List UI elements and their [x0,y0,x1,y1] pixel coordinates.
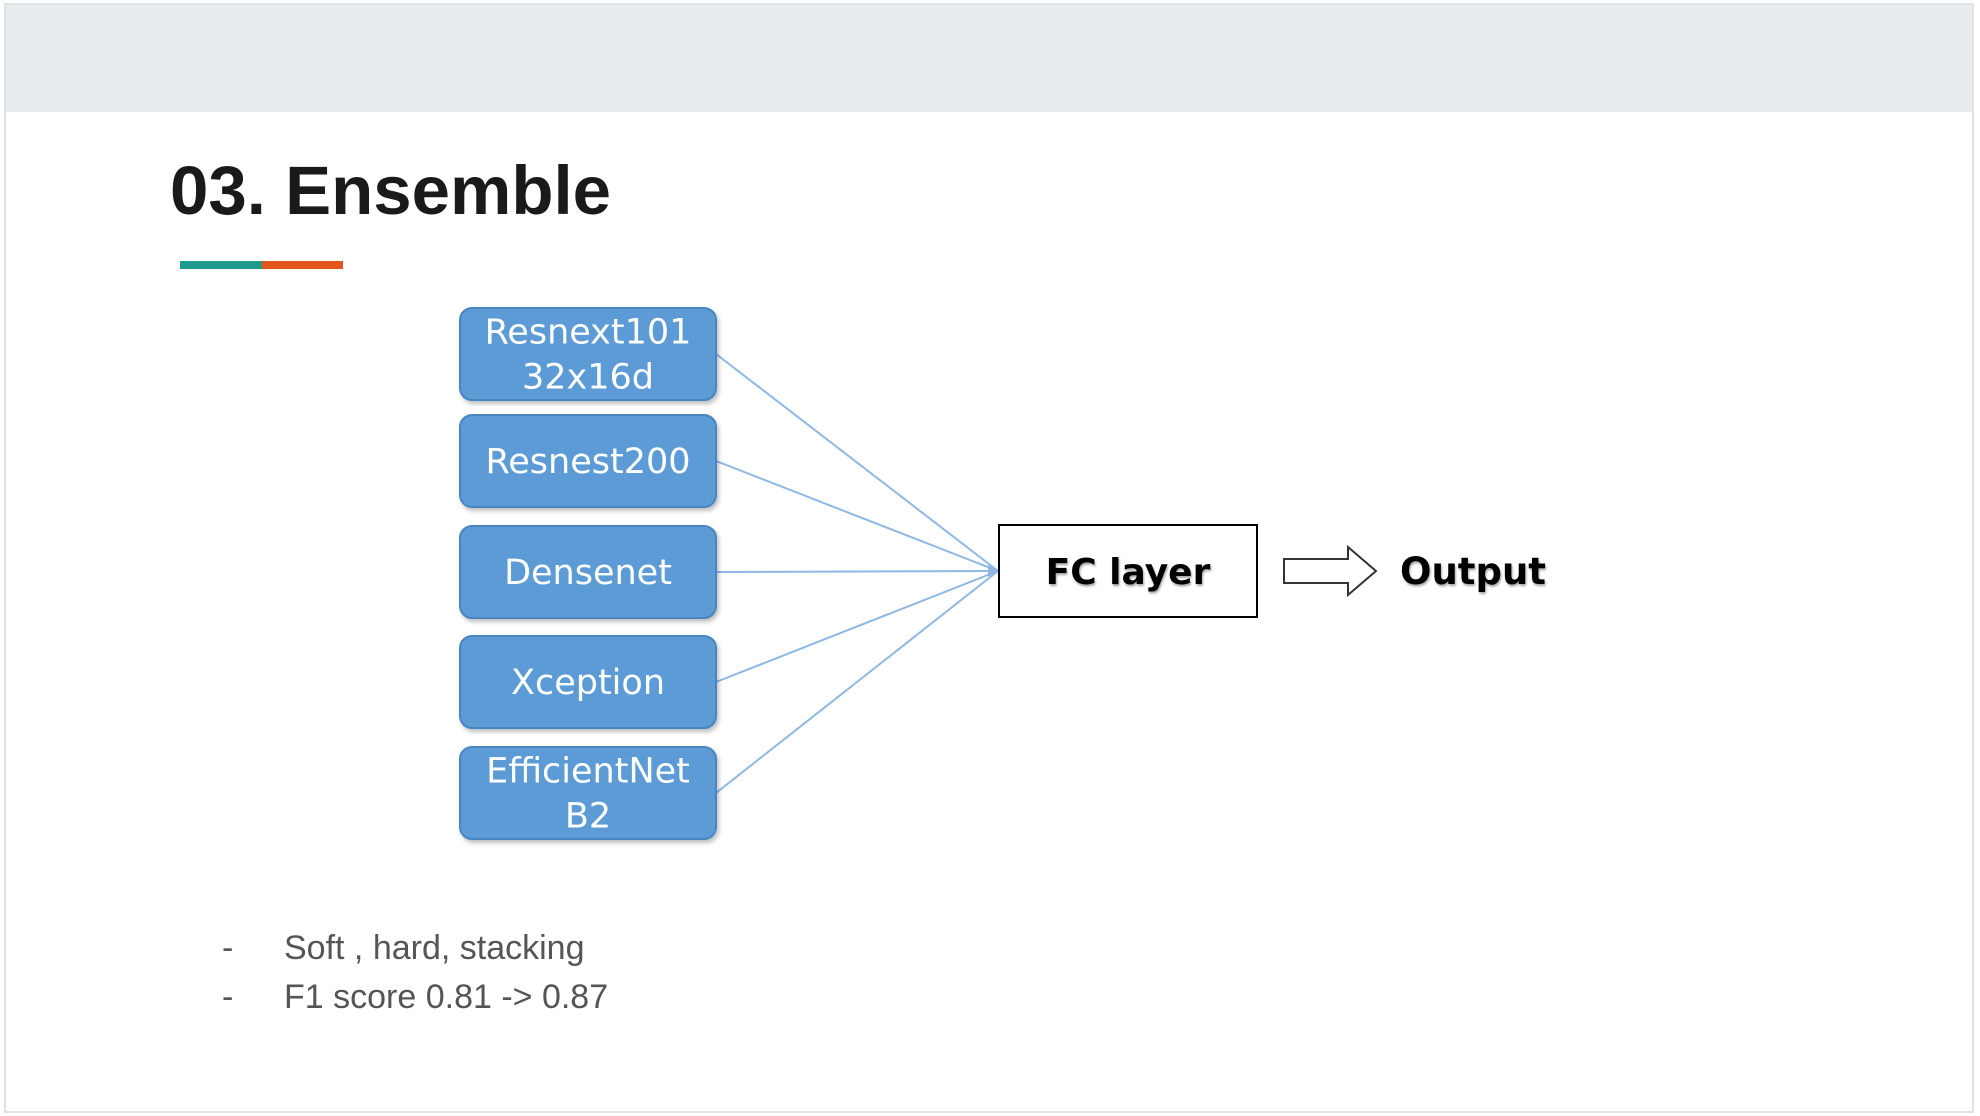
fc-layer-label: FC layer [1046,552,1211,593]
arrowhead-icon [988,565,998,577]
fc-layer-box [998,524,1258,618]
connector-line [715,570,999,573]
model-box [459,414,717,508]
model-label: 32x16d [522,358,654,398]
bullet-dash: - [222,978,234,1016]
bullet-item: - Soft , hard, stacking [222,924,608,973]
bullet-text: F1 score 0.81 -> 0.87 [284,978,609,1016]
connector-line [715,353,999,572]
model-boxes: Resnext101 32x16dResnest200DensenetXcepti… [459,307,717,840]
model-box [459,635,717,729]
model-label: B2 [565,797,611,837]
model-label: Resnest200 [486,442,691,482]
model-box [459,525,717,619]
header-band [6,5,1972,112]
connector-line [715,570,999,683]
right-arrow-icon [1283,544,1378,598]
model-box [459,746,717,840]
connector-lines [715,353,999,794]
bullet-list: - Soft , hard, stacking - F1 score 0.81 ->… [222,924,608,1022]
model-label: Densenet [504,553,672,593]
model-label: Resnext101 [485,313,692,353]
output-label: Output [1400,550,1546,593]
slide-title: 03. Ensemble [170,152,612,229]
model-label: Xception [511,663,665,703]
model-label: EfficientNet [486,752,690,792]
title-accent-teal [180,261,262,269]
bullet-dash: - [222,929,234,967]
title-accent-orange [262,261,343,269]
connector-line [715,570,999,794]
model-box [459,307,717,401]
bullet-text: Soft , hard, stacking [284,929,585,967]
slide-frame [4,3,1974,1113]
connector-line [715,460,999,572]
bullet-item: - F1 score 0.81 -> 0.87 [222,973,608,1022]
